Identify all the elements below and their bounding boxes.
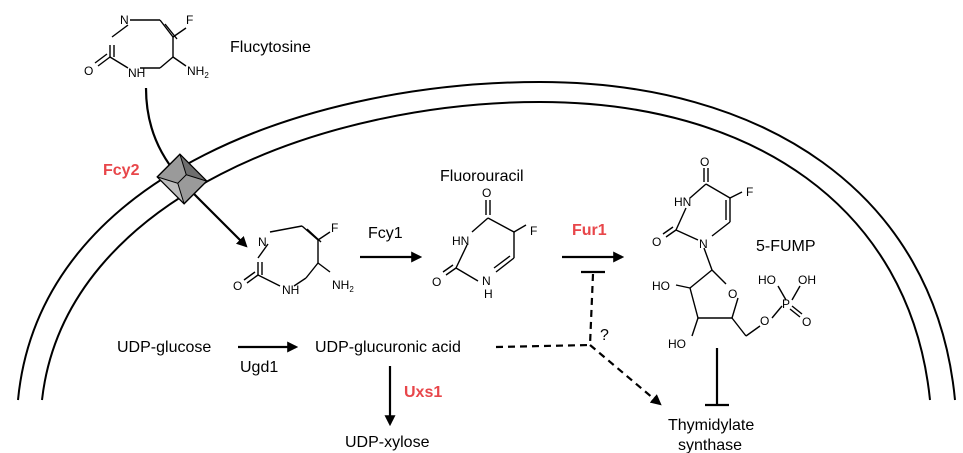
fump-ho-upper-atom: HO: [652, 279, 670, 293]
intracellular-n-atom: N: [258, 235, 267, 249]
fump-ho-phosphate-atom: HO: [758, 273, 776, 287]
fcy2-transporter-icon: [156, 153, 208, 205]
flucytosine-nh-atom: NH: [128, 66, 145, 80]
flucytosine-f-atom: F: [186, 13, 193, 27]
fump-ring-o-atom: O: [728, 287, 737, 301]
intracellular-nh2-atom: NH2: [332, 278, 354, 294]
udp-glucose-label: UDP-glucose: [117, 339, 211, 356]
cell-membrane-outer: [17, 80, 956, 401]
flucytosine-structure: N F O NH NH2: [84, 13, 209, 80]
transport-arrow: [144, 87, 248, 248]
fump-p-atom: P: [782, 297, 790, 311]
fcy2-label: Fcy2: [103, 162, 140, 179]
intracellular-f-atom: F: [331, 221, 338, 235]
flucytosine-label: Flucytosine: [230, 39, 311, 56]
fluorouracil-n-atom: N: [482, 274, 491, 288]
fump-o-phosphate-atom: O: [802, 315, 811, 329]
synthase-label: synthase: [678, 437, 742, 453]
udp-glucuronic-acid-label: UDP-glucuronic acid: [315, 339, 461, 356]
fump-label: 5-FUMP: [756, 238, 816, 255]
fluorouracil-o-left-atom: O: [432, 275, 441, 289]
fump-oh-phosphate-atom: OH: [798, 273, 816, 287]
fluorouracil-label: Fluorouracil: [440, 168, 524, 185]
uxs1-label: Uxs1: [404, 384, 442, 401]
intracellular-o-atom: O: [233, 279, 242, 293]
fur1-inhibition-dashed: [588, 273, 595, 346]
fump-o-left-atom: O: [652, 235, 661, 249]
fluorouracil-f-atom: F: [530, 224, 537, 238]
fluorouracil-hn-atom: HN: [452, 234, 469, 248]
ugd1-label: Ugd1: [240, 359, 278, 376]
intracellular-flucytosine-structure: N F O NH NH2: [233, 221, 354, 297]
question-mark-label: ?: [600, 327, 609, 344]
fump-o-top-atom: O: [700, 155, 709, 169]
fcy1-label: Fcy1: [368, 225, 403, 242]
thymidylate-label: Thymidylate: [668, 417, 754, 434]
fump-f-atom: F: [746, 185, 753, 199]
udp-xylose-label: UDP-xylose: [345, 434, 430, 451]
fump-o-linker-atom: O: [760, 314, 769, 328]
fump-n-atom: N: [699, 237, 708, 251]
fump-structure: O HN F O N O HO HO O P HO OH O: [652, 155, 816, 351]
fluorouracil-structure: O HN F O N H: [432, 186, 537, 301]
flucytosine-nh2-atom: NH2: [187, 64, 209, 80]
fluorouracil-o-top-atom: O: [482, 186, 491, 200]
fump-hn-atom: HN: [674, 195, 691, 209]
fump-ho-lower-atom: HO: [668, 337, 686, 351]
flucytosine-n-atom: N: [120, 13, 129, 27]
regulation-dashed-line: [495, 343, 591, 349]
intracellular-nh-atom: NH: [282, 283, 299, 297]
fur1-label: Fur1: [572, 222, 607, 239]
fluorouracil-h-atom: H: [484, 287, 493, 301]
regulation-dashed-arrow: [589, 344, 662, 406]
cell-membrane-inner: [41, 100, 931, 401]
flucytosine-o-atom: O: [84, 64, 93, 78]
